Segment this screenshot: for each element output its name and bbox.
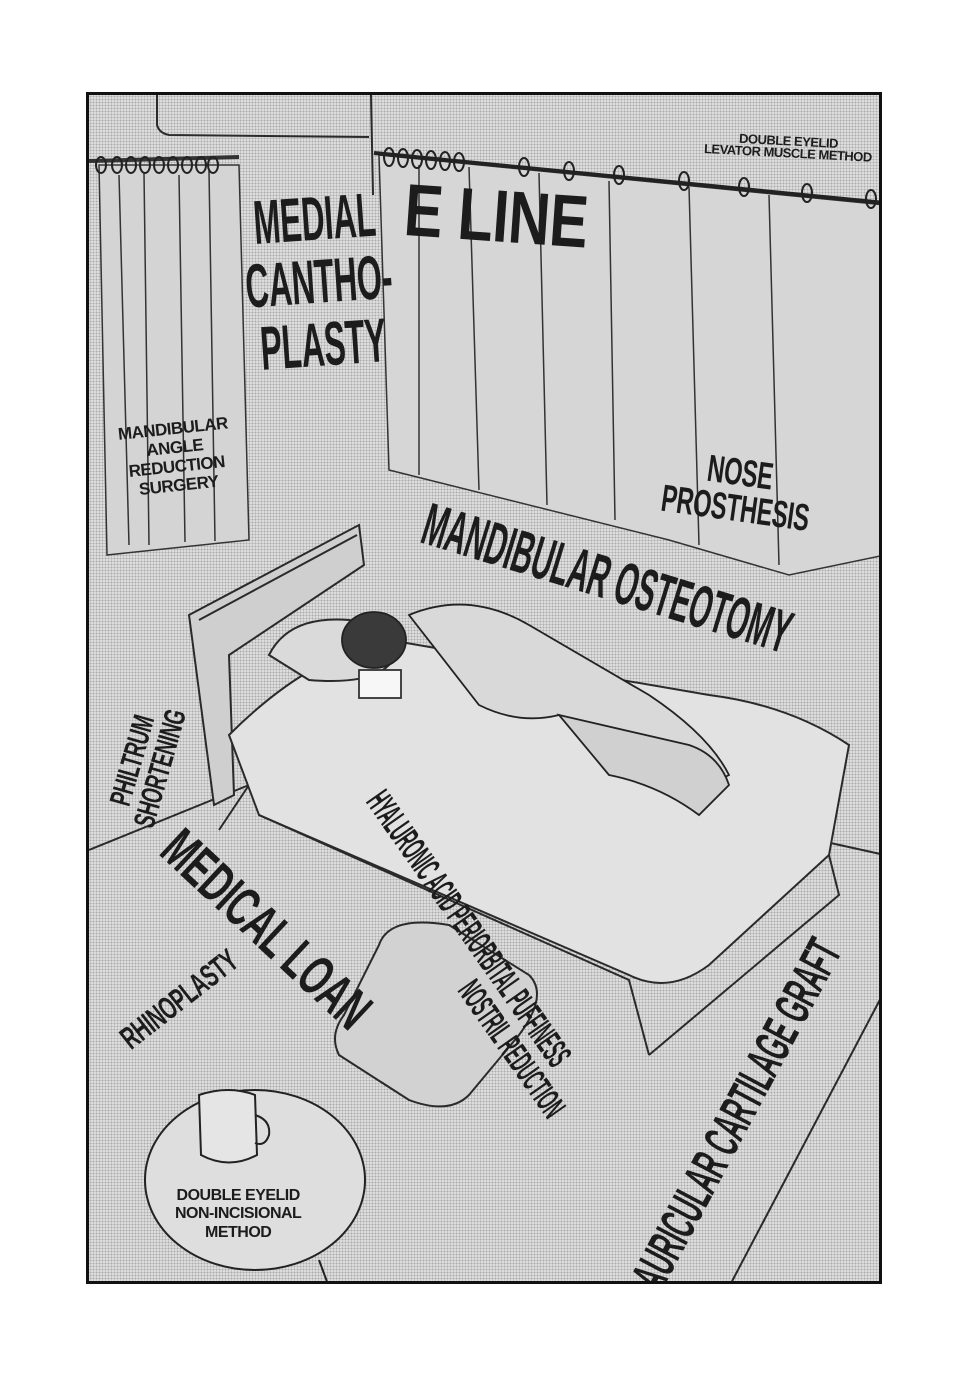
floor-left-edge [218, 784, 250, 831]
right-curtain-rod [373, 151, 879, 205]
label-e-line: E LINE [401, 168, 591, 264]
floor-cushion [334, 921, 538, 1108]
table-leg [318, 1259, 328, 1281]
headboard-shelf [198, 534, 358, 621]
ceiling-frame [156, 95, 370, 138]
right-curtain-rings [383, 147, 877, 209]
floor-right-line [731, 999, 879, 1281]
bed-frame [258, 814, 841, 1056]
wall-corner-vertical [370, 95, 374, 196]
bedroom-illustration [89, 95, 879, 1281]
headboard [187, 523, 366, 807]
person-head [341, 611, 407, 669]
right-curtain [378, 154, 879, 576]
person-legs [556, 713, 731, 817]
side-table [144, 1089, 366, 1281]
person-on-bed [341, 603, 731, 817]
manga-panel: DOUBLE EYELID LEVATOR MUSCLE METHOD E LI… [86, 92, 882, 1284]
label-mandibular-angle-reduction: MANDIBULAR ANGLE REDUCTION SURGERY [117, 413, 229, 500]
label-double-eyelid-non-incisional: DOUBLE EYELID NON-INCISIONAL METHOD [175, 1187, 302, 1241]
mug-handle [254, 1114, 271, 1145]
label-medial-canthoplasty: MEDIAL CANTHO- PLASTY [243, 180, 395, 385]
mug [197, 1089, 259, 1164]
glowing-phone [358, 669, 402, 699]
left-curtain-rings [95, 156, 219, 174]
